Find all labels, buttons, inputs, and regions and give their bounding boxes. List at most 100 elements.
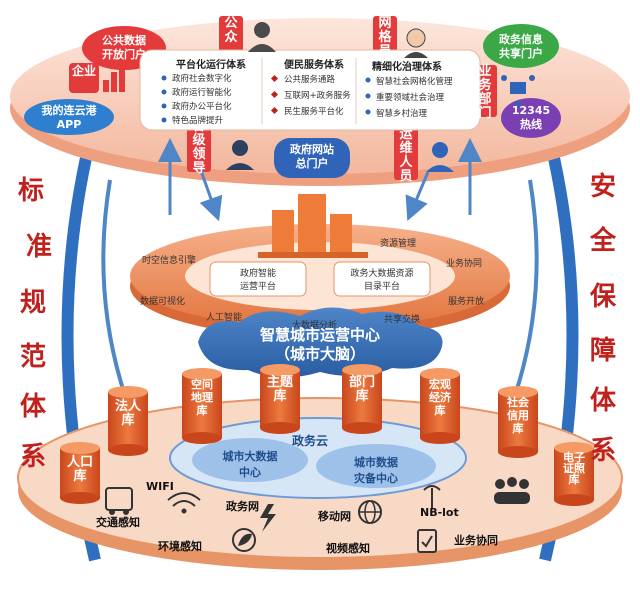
- leaf-icon: [232, 528, 256, 552]
- hotline-label: 12345 热线: [511, 104, 551, 131]
- ring-service-open: 服务开放: [448, 297, 485, 307]
- legal-person-db-label: 法人库: [114, 399, 141, 428]
- population-db-label: 人口库: [66, 455, 93, 484]
- ring-resource-mgmt: 资源管理: [380, 239, 417, 249]
- governance-item-2: 重要领域社会治理: [376, 93, 445, 103]
- theme-db-label: 主题库: [266, 375, 293, 404]
- ring-ai: 人工智能: [206, 313, 243, 323]
- right-title-char-6: 系: [590, 436, 617, 466]
- gov-ops-platform-box: [209, 261, 307, 297]
- bottom-disk-rim: [17, 397, 623, 559]
- spatial-geo-db-label: 空间地理库: [191, 378, 213, 417]
- left-title-char-4: 范: [20, 342, 47, 372]
- gov-portal-badge: [274, 138, 350, 178]
- cylinder-social-credit-db: [498, 386, 538, 458]
- city-building-icon: [258, 194, 368, 258]
- left-title-char-3: 规: [20, 288, 47, 318]
- cylinder-macro-economy-db: [420, 368, 460, 444]
- app-label: 我的连云港 APP: [41, 104, 97, 131]
- environment-sensing-label: 环境感知: [158, 540, 202, 553]
- right-title-char-1: 安: [590, 172, 617, 202]
- cylinder-theme-db: [260, 364, 300, 434]
- video-sensing-label: 视频感知: [326, 542, 370, 555]
- lightning-icon: [260, 504, 276, 532]
- ops-staff-label: 运维人员: [399, 127, 413, 184]
- ring-spatial-engine: 时空信息引擎: [142, 256, 197, 266]
- city-brain-cloud: [198, 307, 443, 378]
- checklist-icon: [417, 529, 437, 553]
- service-item-3: 民生服务平台化: [284, 107, 344, 117]
- headset-person-icon: [404, 28, 428, 58]
- person-icon: [248, 22, 276, 52]
- leaders-label: 各级领导: [192, 119, 206, 176]
- ops-staff-tag-bg: [394, 128, 418, 180]
- department-db-label: 部门库: [348, 375, 375, 404]
- engineer-icon: [426, 142, 454, 172]
- officer-icon: [226, 140, 254, 170]
- left-title-char-5: 体: [20, 392, 47, 422]
- down-arrow-left: [198, 167, 223, 222]
- cylinder-legal-person-db: [108, 386, 148, 456]
- ring-data-visual: 数据可视化: [140, 297, 186, 307]
- service-item-2: 互联网+政务服务: [284, 91, 351, 101]
- loop-arrow-right: [500, 179, 539, 426]
- gov-info-portal-bubble: [483, 24, 559, 68]
- app-bubble: [24, 99, 114, 135]
- down-arrow-right: [405, 171, 430, 222]
- public-tag-bg: [219, 16, 243, 54]
- e-license-db-label: 电子证照库: [563, 451, 585, 486]
- enterprise-tag-bg: [69, 63, 99, 93]
- systems-panel: [139, 49, 481, 131]
- public-data-portal-label: 公共数据 开放门户: [102, 34, 146, 61]
- platform-item-4: 特色品牌提升: [172, 116, 224, 126]
- bus-icon: [105, 487, 133, 515]
- data-catalog-label: 政务大数据资源 目录平台: [350, 269, 414, 292]
- macro-economy-db-label: 宏观经济库: [429, 378, 451, 417]
- cylinder-department-db: [342, 364, 382, 434]
- gov-portal-label: 政府网站 总门户: [290, 143, 334, 170]
- right-title-char-3: 保: [590, 282, 617, 312]
- cylinder-spatial-geo-db: [182, 368, 222, 444]
- ring-share-exchange: 共享交换: [384, 315, 421, 325]
- cylinder-e-license-db: [554, 442, 594, 506]
- right-title-char-5: 体: [590, 386, 617, 416]
- loop-arrow-left: [101, 179, 140, 426]
- mobile-network-label: 移动网: [318, 510, 351, 523]
- ring-bigdata-analysis: 大数据分析: [292, 321, 338, 331]
- people-group-icon: [494, 477, 530, 504]
- disaster-center-cloud: [316, 444, 436, 488]
- social-credit-db-label: 社会信用库: [507, 396, 529, 435]
- globe-icon: [358, 500, 382, 524]
- left-title-char-1: 标: [18, 176, 45, 206]
- bigdata-center-label: 城市大数据 中心: [222, 450, 278, 479]
- gov-cloud-label: 政务云: [292, 434, 329, 448]
- governance-system-title: 精细化治理体系: [372, 62, 442, 73]
- gov-ops-platform-label: 政府智能 运营平台: [239, 269, 276, 292]
- platform-item-1: 政府社会数字化: [172, 74, 232, 84]
- left-title-char-6: 系: [20, 442, 47, 472]
- nb-iot-label: NB-lot: [420, 506, 459, 519]
- platform-bullets: [161, 75, 167, 123]
- traffic-sensing-label: 交通感知: [96, 516, 140, 529]
- governance-item-1: 智慧社会网格化管理: [376, 77, 453, 87]
- enterprise-label: 企业: [72, 64, 97, 78]
- governance-bullets: [365, 77, 371, 115]
- platform-item-2: 政府运行智能化: [172, 88, 232, 98]
- cylinder-population-db: [60, 442, 100, 504]
- gov-info-portal-label: 政务信息 共享门户: [499, 33, 543, 60]
- service-item-1: 公共服务通路: [284, 75, 336, 85]
- service-system-title: 便民服务体系: [284, 60, 344, 71]
- building-chart-icon: [103, 64, 125, 92]
- hotline-bubble: [501, 98, 561, 138]
- ring-business-collab: 业务协同: [446, 259, 483, 269]
- service-bullets: [270, 74, 279, 115]
- business-collab-label: 业务协同: [454, 534, 498, 547]
- wifi-label: WIFI: [146, 480, 174, 493]
- left-title-char-2: 准: [26, 232, 53, 262]
- wifi-icon: [167, 492, 201, 514]
- data-catalog-box: [333, 261, 431, 297]
- gov-network-label: 政务网: [226, 500, 259, 513]
- business-dept-label: 业务部门: [478, 64, 492, 121]
- right-title-char-4: 障: [590, 336, 617, 366]
